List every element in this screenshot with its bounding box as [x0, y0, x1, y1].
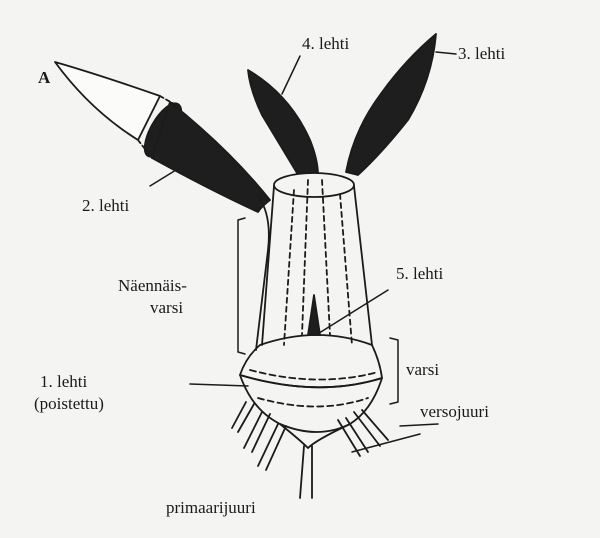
- label-pseudostem-line1: Näennäis-: [118, 276, 187, 296]
- leaf-3-drawing: [346, 34, 436, 175]
- label-leaf-2: 2. lehti: [82, 196, 129, 216]
- label-shoot-roots: versojuuri: [420, 402, 489, 422]
- primary-root-drawing: [300, 446, 312, 498]
- label-stem: varsi: [406, 360, 439, 380]
- label-leaf-5: 5. lehti: [396, 264, 443, 284]
- label-leaf-4: 4. lehti: [302, 34, 349, 54]
- label-leaf-3: 3. lehti: [458, 44, 505, 64]
- leaf-2-cut-tip: [55, 62, 160, 140]
- panel-letter: A: [38, 68, 50, 88]
- shoot-roots-drawing: [232, 402, 388, 470]
- leaf-4-drawing: [248, 70, 318, 178]
- label-primary-root: primaarijuuri: [166, 498, 256, 518]
- label-leaf-1-line2: (poistettu): [34, 394, 104, 414]
- leaf-2-blade: [152, 102, 270, 212]
- leaf-2-drawing: [55, 62, 270, 212]
- leaf-5-drawing: [308, 295, 320, 335]
- label-leaf-1-line1: 1. lehti: [40, 372, 87, 392]
- label-pseudostem-line2: varsi: [150, 298, 183, 318]
